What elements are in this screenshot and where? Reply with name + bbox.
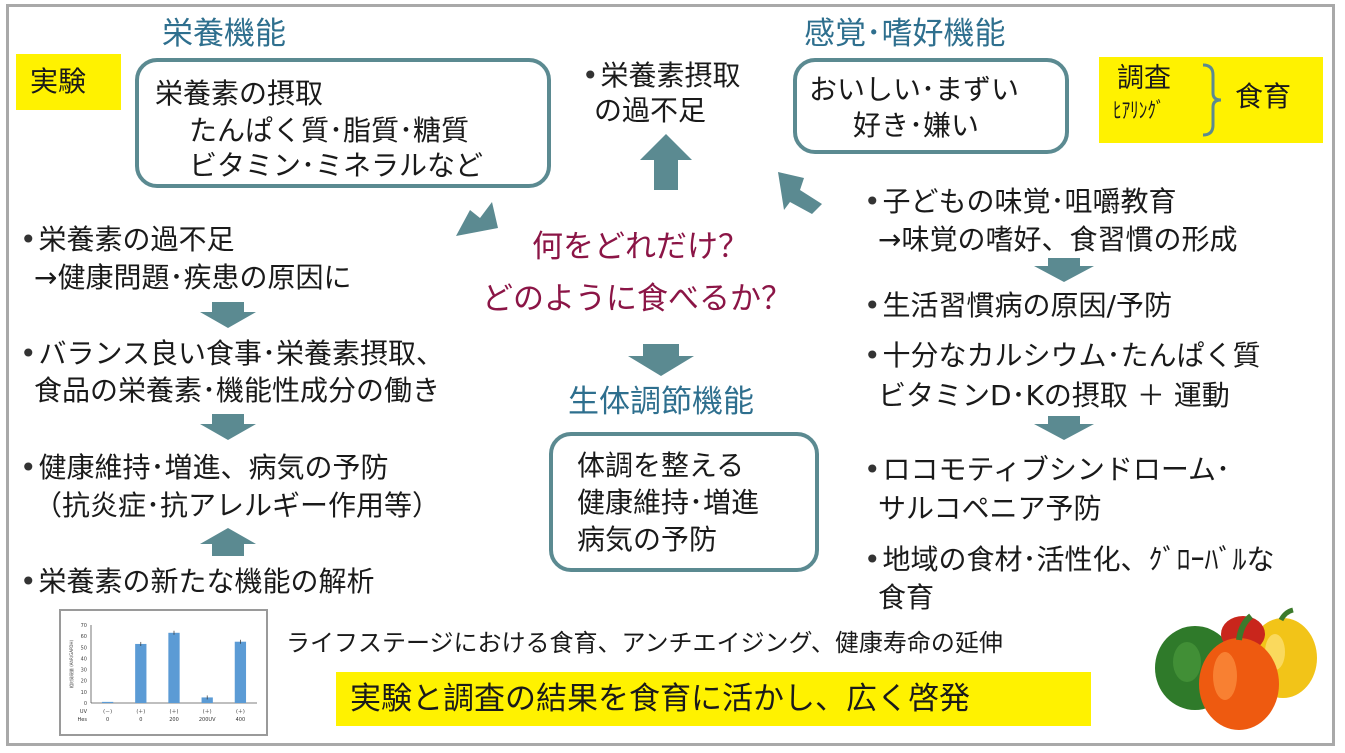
arrow-down-icon [200,302,256,328]
arrow-up-icon [640,134,692,190]
bell-pepper-image [1151,606,1319,736]
chart-bar [235,642,246,703]
y-tick-label: 20 [81,679,87,685]
conclusion-text: 実験と調査の結果を食育に活かし、広く啓発 [350,680,970,718]
uv-row-label: (－) [103,709,112,715]
arrow-up-icon [200,528,256,556]
x-tick-label: 200 [169,717,179,723]
uv-row-label: (＋) [136,709,145,715]
arrow-diagonal-icon [778,172,822,214]
arrow-down-icon [628,344,694,376]
uv-row-label: (＋) [170,709,179,715]
chart-bar [102,702,113,703]
x-tick-label: 200UV [199,717,216,723]
arrow-down-icon [1034,416,1094,440]
bar-chart: 0 10 20 30 40 50 60 70 相対発現量 (AhR/GAPDH) (－) 0 (＋) 0… [61,611,266,734]
y-tick-label: 0 [84,701,87,707]
uv-row-label: (＋) [236,709,245,715]
y-axis-label: 相対発現量 (AhR/GAPDH) [68,640,74,689]
arrow-down-icon [1034,258,1094,282]
y-tick-label: 30 [81,668,87,674]
row-label: Hes [78,717,88,723]
lifestage-text: ライフステージにおける食育、アンチエイジング、健康寿命の延伸 [286,628,1003,658]
y-tick-label: 60 [81,634,87,640]
y-tick-label: 40 [81,656,87,662]
x-tick-label: 0 [139,717,142,723]
x-tick-label: 400 [236,717,246,723]
row-label: UV [80,709,88,715]
x-tick-label: 0 [106,717,109,723]
uv-row-label: (＋) [203,709,212,715]
arrow-down-icon [200,414,256,440]
chart-bar [135,644,146,703]
conclusion-highlight: 実験と調査の結果を食育に活かし、広く啓発 [336,672,1091,726]
chart-bar [168,633,179,703]
y-tick-label: 50 [81,645,87,651]
y-tick-label: 10 [81,690,87,696]
y-tick-label: 70 [81,623,87,629]
chart-panel: 0 10 20 30 40 50 60 70 相対発現量 (AhR/GAPDH) (－) 0 (＋) 0… [59,609,268,736]
bell-pepper-icon [1151,606,1319,736]
arrow-diagonal-icon [456,202,498,236]
